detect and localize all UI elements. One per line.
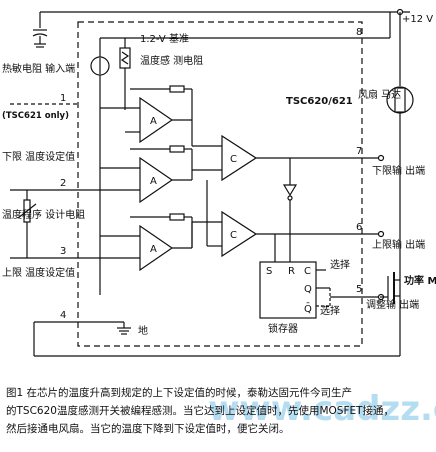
adjust-output-label: 调整输 出端 [366, 298, 419, 311]
select-label-2: 选择 [320, 304, 340, 317]
pin-6: 6 [356, 222, 362, 233]
caption-line-3: 然后接通电风扇。当它的温度下降到下设定值时，便它关闭。 [6, 422, 290, 435]
thermistor-input-label: 热敏电阻 输入端 [2, 62, 75, 75]
svg-text:R: R [288, 266, 295, 277]
chip-label: TSC620/621 [286, 96, 353, 107]
lower-set-label: 下限 温度设定值 [2, 150, 75, 163]
pin-3: 3 [60, 246, 66, 257]
thermistor-note: (TSC621 only) [2, 111, 69, 121]
svg-text:A: A [150, 176, 157, 187]
amp-a2 [139, 156, 174, 204]
mosfet-label: 功率 MOSFET [404, 274, 436, 287]
pin-7: 7 [356, 146, 362, 157]
svg-text:C: C [230, 230, 237, 241]
chip-boundary [77, 21, 363, 347]
pin-1: 1 [60, 93, 66, 104]
svg-text:Q: Q [304, 284, 312, 295]
svg-text:C: C [304, 266, 311, 277]
caption-line-2: 的TSC620温度感测开关被编程感测。当它达到上设定值时，先使用MOSFET接通… [6, 404, 394, 417]
watermark: www.cadzz.com [208, 389, 436, 429]
sensor-label: 温度感 测电阻 [140, 54, 203, 67]
pin-8: 8 [356, 27, 362, 38]
select-label-1: 选择 [330, 258, 350, 271]
lower-output-label: 下限输 出端 [372, 164, 425, 177]
svg-text:Q̄: Q̄ [304, 302, 312, 315]
latch-label: 锁存器 [268, 322, 298, 335]
comparator-c1 [221, 134, 258, 182]
fan-label: 风扇 马达 [358, 88, 401, 101]
upper-output-label: 上限输 出端 [372, 238, 425, 251]
pin-4: 4 [60, 310, 66, 321]
svg-text:C: C [230, 154, 237, 165]
svg-text:A: A [150, 116, 157, 127]
ground-label: 地 [138, 324, 148, 337]
latch [259, 261, 317, 319]
pin-5: 5 [356, 284, 362, 295]
program-resistor-label: 温度程序 设计电阻 [2, 208, 85, 221]
pin-2: 2 [60, 178, 66, 189]
svg-text:S: S [266, 266, 272, 277]
inverter [282, 184, 298, 197]
vcc-label: +12 V [402, 14, 433, 25]
reference-label: 1.2-V 基准 [140, 32, 189, 45]
svg-text:A: A [150, 244, 157, 255]
caption-line-1: 图1 在芯片的温度升高到规定的上下设定值的时候，泰勒达固元件今司生产 [6, 386, 352, 399]
amp-a3 [139, 224, 174, 272]
amp-a1 [139, 96, 174, 144]
comparator-c2 [221, 210, 258, 258]
upper-set-label: 上限 温度设定值 [2, 266, 75, 279]
